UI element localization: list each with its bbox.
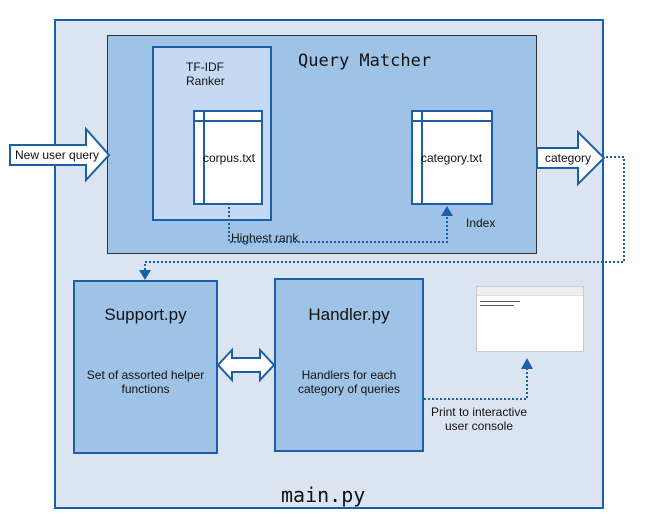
print-connector [424,368,528,400]
handler-module-box [274,278,424,452]
support-module-box [73,280,218,454]
new-user-query-label: New user query [15,148,100,162]
tfidf-ranker-label: TF-IDF Ranker [186,60,225,88]
category-file-label: category.txt [421,151,483,165]
handler-module-title: Handler.py [308,305,390,324]
corpus-file-label: corpus.txt [203,151,256,165]
console-arrowhead [521,358,533,369]
category-output-label: category [545,151,592,165]
handler-module-description: Handlers for each category of queries [297,368,401,396]
highest-rank-connector [228,207,448,243]
support-handler-double-arrow [216,347,276,383]
print-console-label: Print to interactive user console [430,405,528,433]
query-matcher-title: Query Matcher [298,51,432,71]
corpus-file-icon [193,110,263,205]
support-module-title: Support.py [104,305,187,324]
category-to-support-connector [144,156,625,270]
category-output-arrow [536,129,606,187]
support-module-description: Set of assorted helper functions [86,368,205,396]
category-file-icon [411,110,493,205]
index-label: Index [466,216,496,230]
main-py-title: main.py [281,483,366,507]
console-window-thumbnail [476,286,584,352]
support-arrowhead [139,270,151,280]
highest-rank-arrowhead [441,206,453,216]
new-user-query-arrow [9,126,111,183]
